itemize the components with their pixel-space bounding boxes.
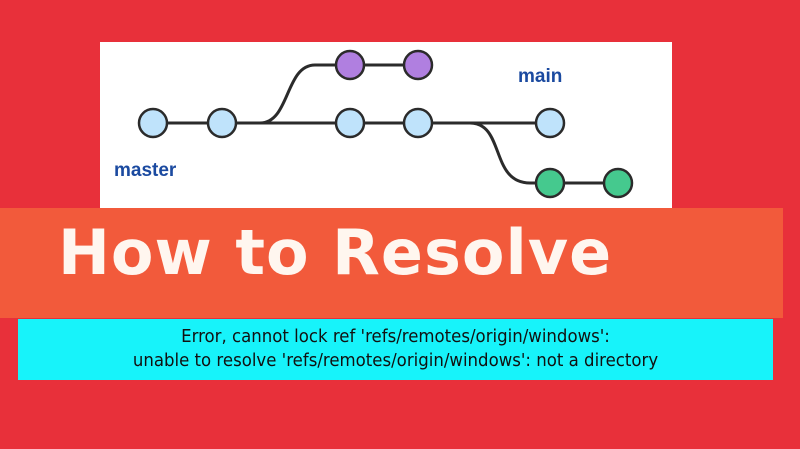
branch-up-line xyxy=(259,63,418,125)
error-line-1: Error, cannot lock ref 'refs/remotes/ori… xyxy=(181,326,610,347)
feature-commit-node xyxy=(402,49,434,81)
error-line-2: unable to resolve 'refs/remotes/origin/w… xyxy=(132,350,659,371)
commit-node xyxy=(206,107,238,139)
master-label: master xyxy=(114,160,177,181)
error-message-box: Error, cannot lock ref 'refs/remotes/ori… xyxy=(18,319,773,380)
git-branch-diagram: master main xyxy=(100,42,672,208)
commit-node xyxy=(534,107,566,139)
branch-graph xyxy=(137,49,634,199)
branch-commit-node xyxy=(534,167,566,199)
branch-down-line xyxy=(469,121,618,185)
branch-commit-node xyxy=(602,167,634,199)
main-label: main xyxy=(518,66,563,87)
title-banner xyxy=(0,208,783,318)
commit-node xyxy=(334,107,366,139)
commit-node xyxy=(137,107,169,139)
commit-node xyxy=(402,107,434,139)
feature-commit-node xyxy=(334,49,366,81)
banner-title: How to Resolve xyxy=(58,216,613,289)
